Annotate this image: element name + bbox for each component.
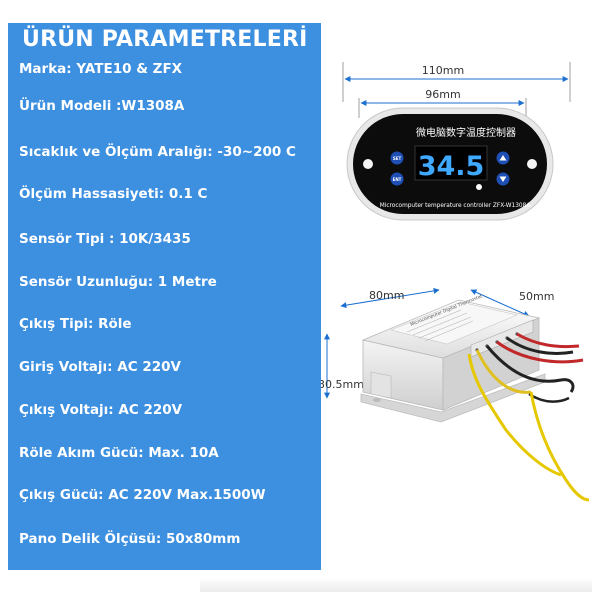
model-label: Microcomputer temperature controller ZFX… — [380, 203, 531, 209]
param-sensor-type: Sensör Tipi : 10K/3435 — [19, 231, 191, 247]
set-button[interactable] — [390, 151, 404, 165]
mount-hole-right — [527, 159, 537, 169]
mount-hole-left — [363, 159, 373, 169]
product-images: 110mm 96mm 微电脑数字温度控制器 34.5 SET ENT — [318, 0, 592, 592]
wire-yellow-1 — [475, 349, 532, 394]
param-accuracy: Ölçüm Hassasiyeti: 0.1 C — [19, 186, 208, 202]
param-temp-range: Sıcaklık ve Ölçüm Aralığı: -30~200 C — [19, 144, 296, 160]
wire-red-1 — [496, 340, 584, 364]
depth-50-label: 50mm — [519, 290, 554, 303]
flange-hole — [373, 398, 381, 402]
set-button-label: SET — [393, 156, 402, 161]
param-panel-cutout: Pano Delik Ölçüsü: 50x80mm — [19, 531, 241, 547]
mount-clip — [370, 371, 392, 399]
param-output-voltage: Çıkış Voltajı: AC 220V — [19, 402, 183, 418]
wire-black-2 — [506, 336, 574, 355]
front-view: 110mm 96mm 微电脑数字温度控制器 34.5 SET ENT — [342, 62, 571, 221]
ent-button-label: ENT — [393, 177, 402, 182]
length-80-label: 80mm — [369, 289, 404, 302]
down-arrow-icon — [499, 176, 507, 182]
width-110-label: 110mm — [422, 64, 464, 77]
wire-black-1 — [485, 345, 575, 393]
param-relay-current: Röle Akım Gücü: Max. 10A — [19, 445, 219, 461]
param-output-power: Çıkış Gücü: AC 220V Max.1500W — [19, 487, 266, 503]
param-input-voltage: Giriş Voltajı: AC 220V — [19, 359, 181, 375]
wire-red-2 — [516, 332, 580, 349]
param-brand: Marka: YATE10 & ZFX — [19, 61, 183, 77]
param-output-type: Çıkış Tipi: Röle — [19, 316, 132, 332]
param-sensor-length: Sensör Uzunluğu: 1 Metre — [19, 274, 217, 290]
display-indicator-led — [476, 184, 482, 190]
terminal-block — [470, 319, 534, 358]
bottom-shadow-strip — [200, 578, 592, 592]
panel-title: ÜRÜN PARAMETRELERİ — [22, 27, 308, 52]
sensor-wire-1 — [467, 353, 562, 477]
width-96-label: 96mm — [425, 88, 460, 101]
display-value: 34.5 — [418, 151, 485, 182]
product-drawing: 110mm 96mm 微电脑数字温度控制器 34.5 SET ENT — [318, 62, 590, 502]
led-display — [414, 145, 488, 181]
sensor-wire-2 — [529, 391, 590, 502]
ent-button[interactable] — [390, 172, 404, 186]
param-model: Ürün Modeli :W1308A — [19, 98, 185, 114]
height-30-label: 30.5mm — [321, 378, 364, 391]
parameters-panel: ÜRÜN PARAMETRELERİ Marka: YATE10 & ZFX Ü… — [8, 23, 321, 570]
up-arrow-icon — [499, 155, 507, 161]
side-view: 80mm 50mm 30.5mm Microcomputer Digital T… — [318, 287, 590, 502]
chinese-title-label: 微电脑数字温度控制器 — [416, 126, 516, 139]
